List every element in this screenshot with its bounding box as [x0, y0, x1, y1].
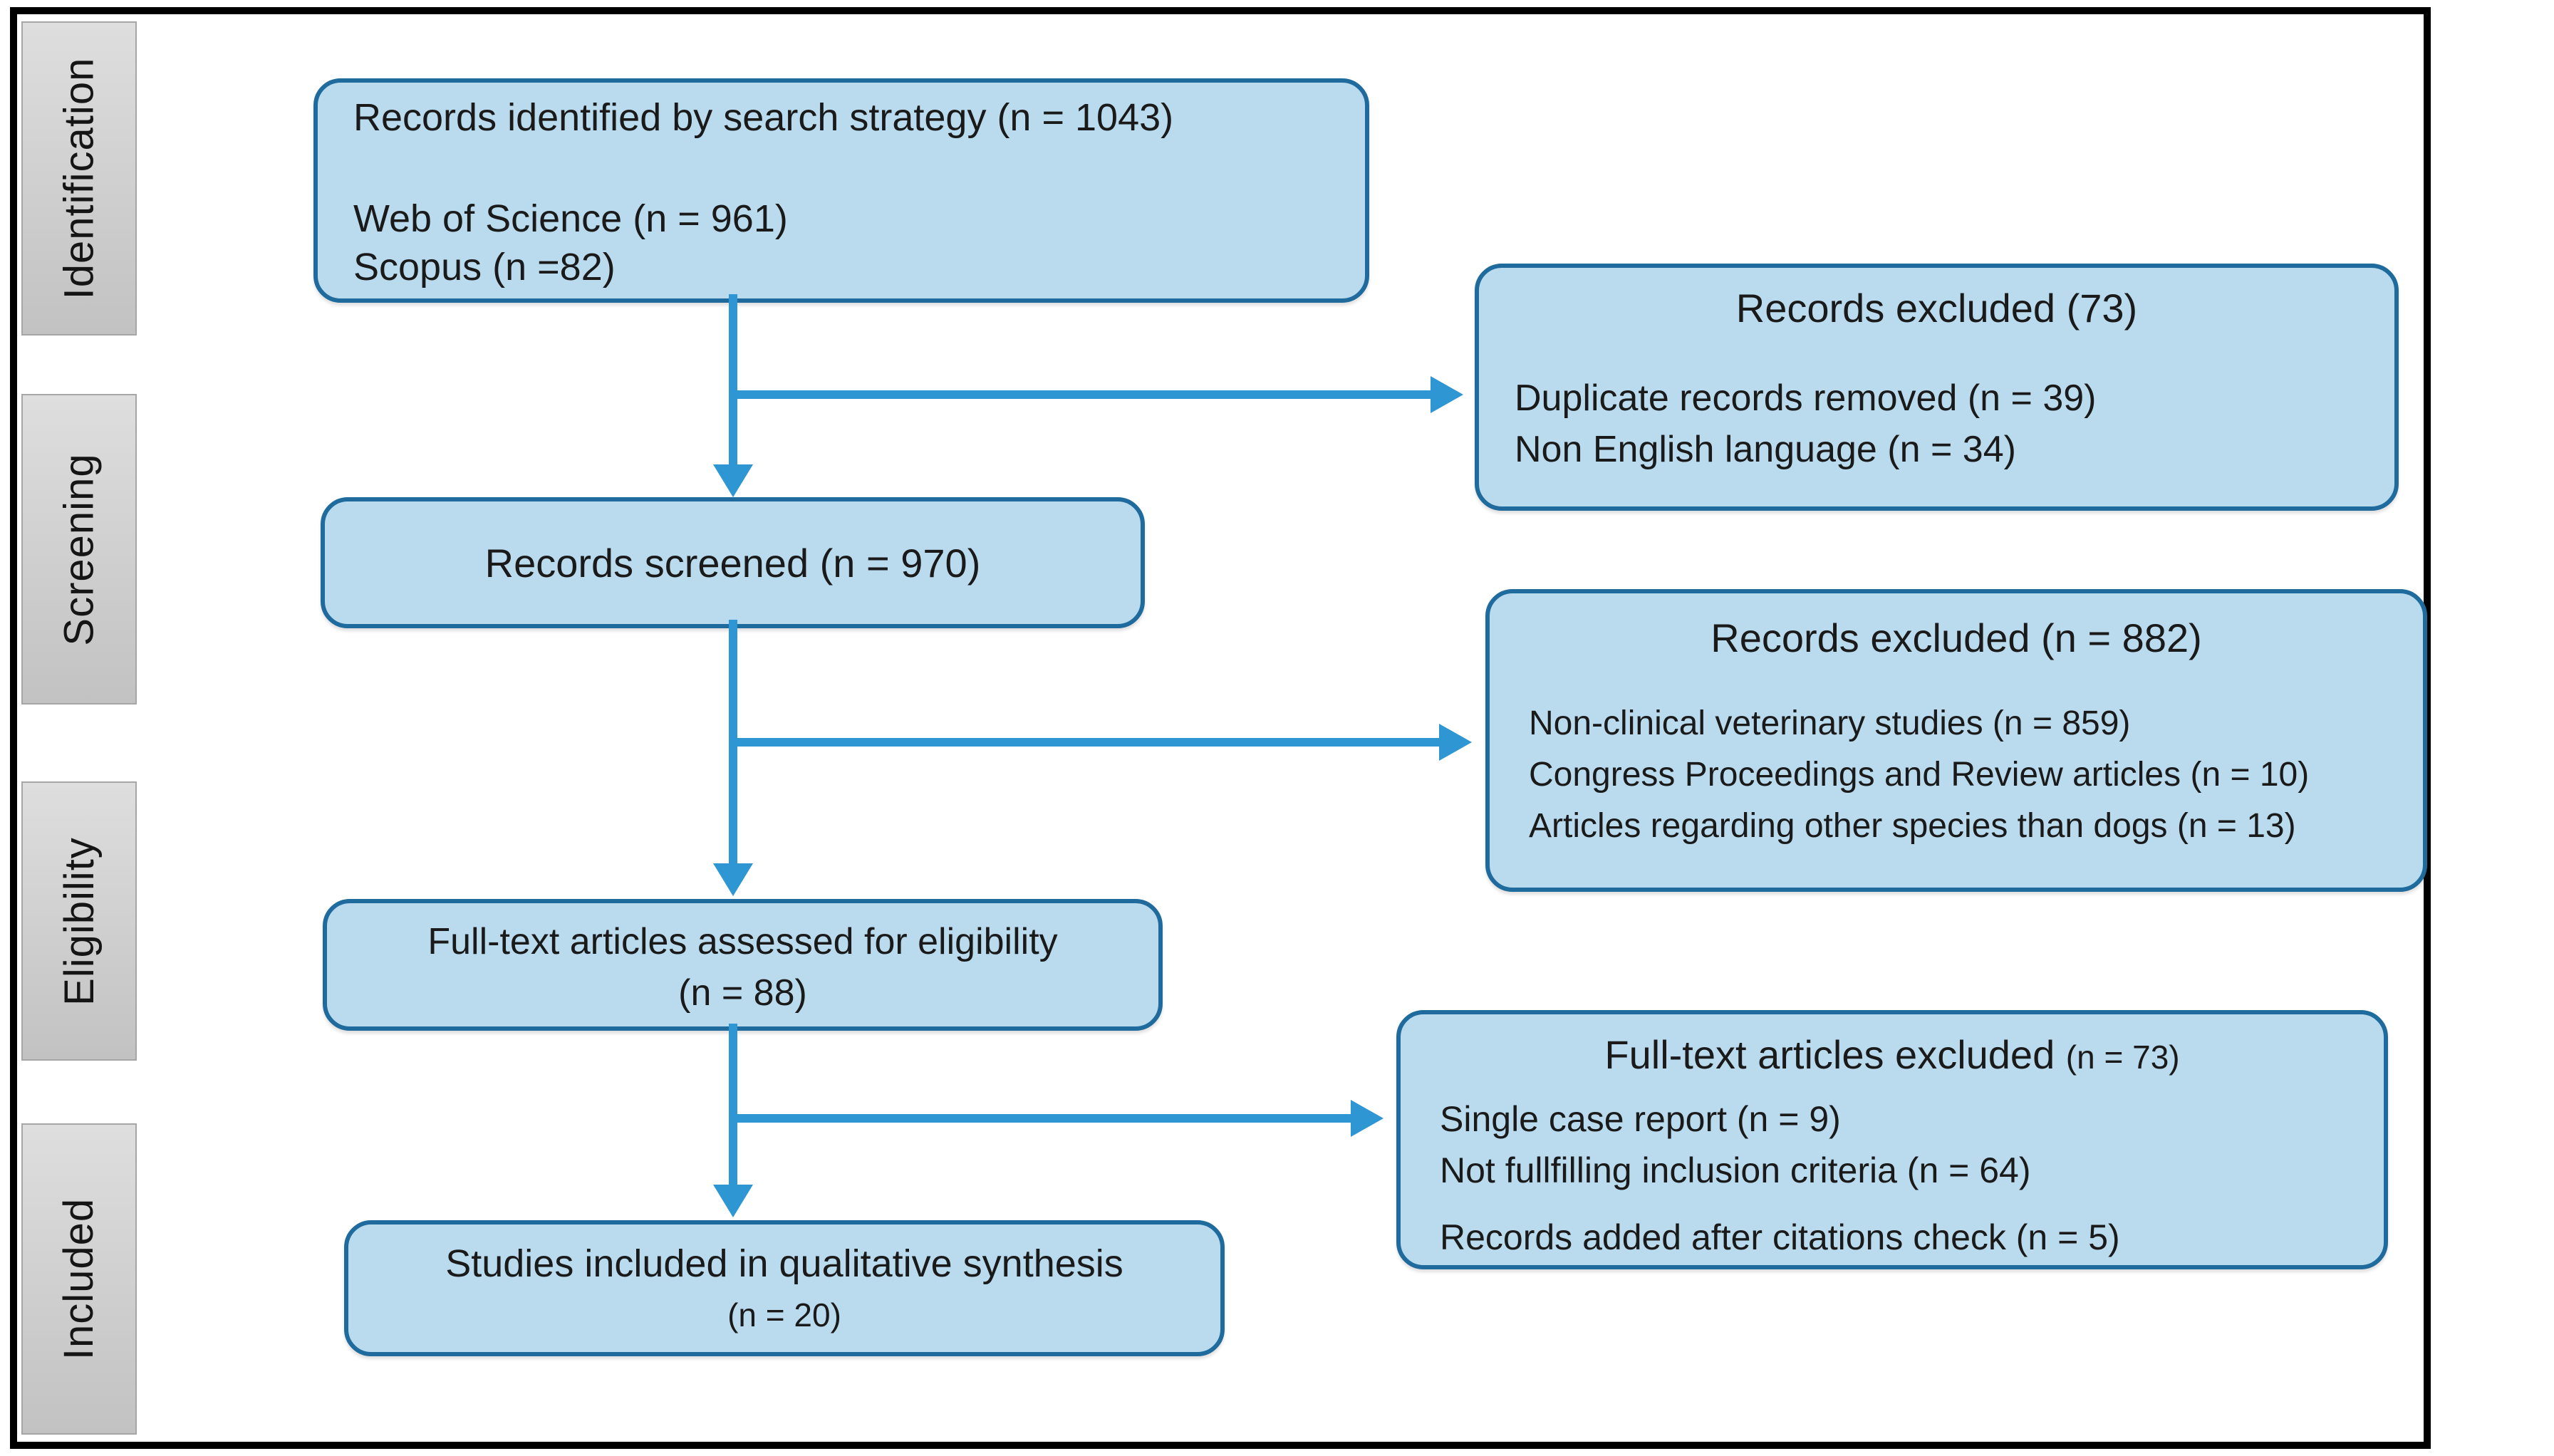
records-excluded-screening-title: Records excluded (73)	[1735, 286, 2138, 331]
fulltext-excluded-title: Full-text articles excluded (n = 73)	[1401, 1031, 2384, 1078]
box-records-excluded-screening: Records excluded (73) Duplicate records …	[1475, 264, 2399, 511]
box-records-excluded-eligibility: Records excluded (n = 882) Non-clinical …	[1485, 589, 2427, 892]
records-identified-title: Records identified by search strategy (n…	[353, 96, 1174, 139]
arrow-branch-excluded-eligibility-line	[729, 738, 1440, 747]
arrow-identified-to-screened-head-icon	[713, 464, 753, 497]
excluded-single-case-line: Single case report (n = 9)	[1440, 1099, 1841, 1139]
box-studies-included: Studies included in qualitative synthesi…	[344, 1220, 1225, 1356]
arrow-screened-to-fulltext-head-icon	[713, 863, 753, 896]
studies-included-title: Studies included in qualitative synthesi…	[445, 1242, 1123, 1285]
excluded-nonclinical-line: Non-clinical veterinary studies (n = 859…	[1529, 704, 2131, 742]
excluded-inclusion-criteria-line: Not fullfilling inclusion criteria (n = …	[1440, 1150, 2031, 1190]
box-fulltext-excluded: Full-text articles excluded (n = 73) Sin…	[1396, 1010, 2388, 1269]
studies-included-count: (n = 20)	[727, 1296, 841, 1333]
excluded-other-species-line: Articles regarding other species than do…	[1529, 807, 2296, 845]
records-identified-scopus: Scopus (n =82)	[353, 246, 616, 288]
box-records-identified: Records identified by search strategy (n…	[313, 78, 1369, 303]
stage-label-eligibility: Eligibility	[56, 836, 103, 1006]
stage-label-included: Included	[56, 1197, 103, 1361]
stage-box-screening: Screening	[21, 394, 137, 704]
stage-label-screening: Screening	[56, 452, 103, 646]
arrow-fulltext-to-included-line	[729, 1024, 737, 1187]
records-identified-web-of-science: Web of Science (n = 961)	[353, 197, 788, 240]
outer-frame	[10, 7, 2431, 1449]
arrow-identified-to-screened-line	[729, 294, 737, 469]
fulltext-excluded-title-count: (n = 73)	[2065, 1039, 2180, 1076]
box-records-screened: Records screened (n = 970)	[321, 497, 1145, 628]
arrow-fulltext-to-included-head-icon	[713, 1185, 753, 1217]
stage-label-identification: Identification	[56, 57, 103, 300]
records-added-citations-line: Records added after citations check (n =…	[1440, 1217, 2120, 1257]
stage-box-identification: Identification	[21, 21, 137, 336]
records-screened-title: Records screened (n = 970)	[484, 540, 981, 586]
stage-box-included: Included	[21, 1123, 137, 1435]
records-excluded-eligibility-title: Records excluded (n = 882)	[1711, 615, 2202, 660]
stage-box-eligibility: Eligibility	[21, 781, 137, 1061]
fulltext-assessed-count: (n = 88)	[678, 972, 807, 1014]
fulltext-assessed-title: Full-text articles assessed for eligibil…	[427, 921, 1058, 962]
fulltext-excluded-title-main: Full-text articles excluded	[1604, 1032, 2055, 1077]
excluded-congress-review-line: Congress Proceedings and Review articles…	[1529, 756, 2310, 794]
arrow-branch-excluded-screening-line	[729, 390, 1432, 399]
arrow-branch-excluded-eligibility-head-icon	[1439, 724, 1472, 761]
arrow-branch-excluded-screening-head-icon	[1431, 376, 1463, 413]
excluded-non-english-line: Non English language (n = 34)	[1515, 429, 2016, 470]
excluded-duplicates-line: Duplicate records removed (n = 39)	[1515, 378, 2097, 419]
box-fulltext-assessed: Full-text articles assessed for eligibil…	[323, 899, 1163, 1031]
arrow-branch-fulltext-excluded-line	[729, 1114, 1354, 1123]
arrow-branch-fulltext-excluded-head-icon	[1351, 1100, 1384, 1137]
